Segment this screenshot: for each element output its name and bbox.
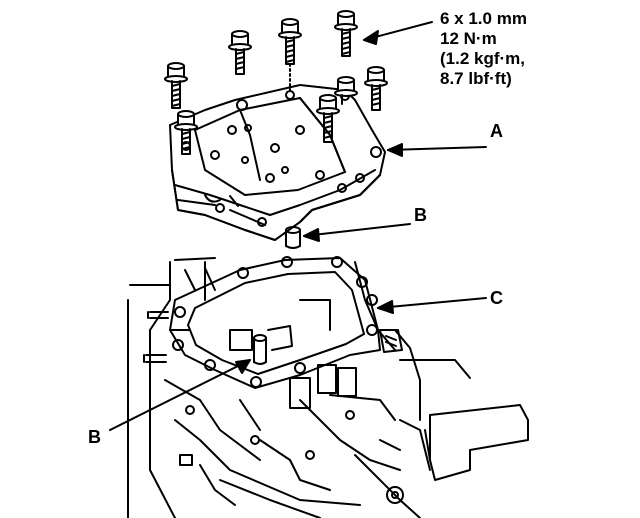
bolt-5: [334, 76, 358, 105]
callout-a: A: [490, 121, 503, 141]
bolt-8: [174, 110, 198, 155]
transmission-housing: [127, 257, 529, 518]
spec-line-2: 12 N·m: [440, 29, 497, 48]
bolts: [164, 10, 388, 155]
bolt-6: [364, 66, 388, 111]
spec-line-4: 8.7 lbf·ft): [440, 69, 512, 88]
bolt-3: [278, 18, 302, 65]
dowel-pin-upper: [285, 226, 301, 249]
leader-arrows: [109, 21, 487, 431]
spec-line-3: (1.2 kgf·m,: [440, 49, 526, 68]
cover-plate: [169, 84, 386, 241]
bolt-4: [334, 10, 358, 57]
bolt-7: [316, 94, 340, 143]
torque-spec: 6 x 1.0 mm 12 N·m (1.2 kgf·m, 8.7 lbf·ft…: [440, 9, 527, 89]
spec-line-1: 6 x 1.0 mm: [440, 9, 527, 28]
callout-c: C: [490, 288, 503, 308]
bolt-2: [228, 30, 252, 75]
dowel-pin-lower: [253, 325, 293, 365]
callout-b-lower: B: [88, 427, 101, 447]
bolt-1: [164, 62, 188, 109]
callout-b-upper: B: [414, 205, 427, 225]
gasket: [169, 256, 381, 389]
